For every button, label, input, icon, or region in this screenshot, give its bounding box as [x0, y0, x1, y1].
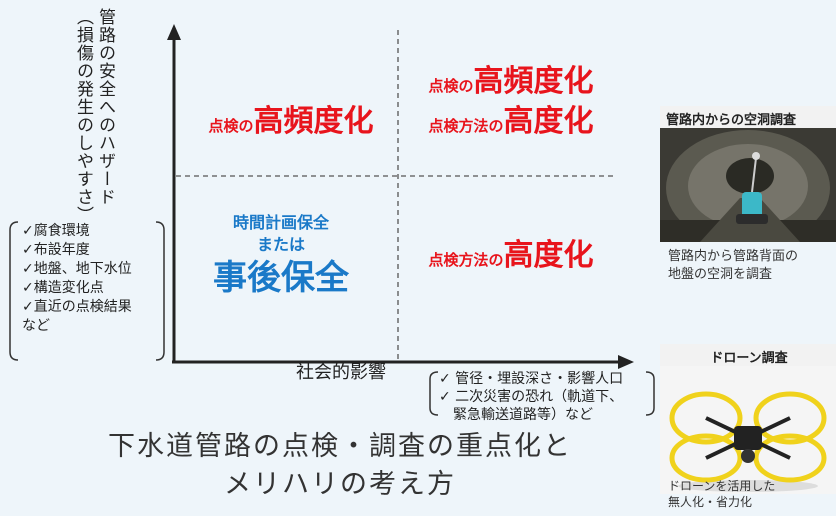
- x-axis-arrow: [618, 355, 634, 369]
- quadrant-main: 高頻度化: [253, 104, 374, 139]
- hazard-bracket-left: [9, 221, 19, 361]
- caption-line: 地盤の空洞を調査: [668, 267, 773, 282]
- figure-caption: 下水道管路の点検・調査の重点化と メリハリの考え方: [60, 428, 620, 504]
- impact-bracket-left: [429, 371, 439, 416]
- caption-line: 下水道管路の点検・調査の重点化と: [108, 431, 572, 462]
- x-axis-title: 社会的影響: [296, 362, 386, 383]
- y-axis-arrow: [167, 24, 181, 40]
- drone-survey-title: ドローン調査: [660, 344, 836, 366]
- quadrant-prefix: 点検方法の: [428, 117, 504, 135]
- y-axis-title: 管路の安全へのハザード（損傷の発生のしやすさ）: [73, 8, 115, 224]
- caption-line: 管路内から管路背面の: [668, 249, 799, 264]
- caption-line: 無人化・省力化: [668, 495, 753, 509]
- hazard-factor: ✓直近の点検結果: [22, 299, 132, 315]
- drone-survey-photo: [660, 366, 836, 494]
- impact-factor: ✓ 管径・埋設深さ・影響人口: [439, 371, 624, 387]
- hazard-factor: ✓腐食環境: [22, 223, 90, 239]
- hazard-factor: ✓布設年度: [22, 242, 90, 258]
- cavity-survey-caption: 管路内から管路背面の 地盤の空洞を調査: [668, 248, 836, 284]
- quadrant-line: 時間計画保全: [232, 213, 329, 232]
- quadrant-prefix: 点検の: [208, 117, 254, 135]
- impact-factor-list: ✓ 管径・埋設深さ・影響人口 ✓ 二次災害の恐れ（軌道下、 緊急輸送道路等）など: [427, 370, 657, 423]
- drone-survey-caption: ドローンを活用した 無人化・省力化: [668, 478, 836, 510]
- quadrant-main: 高頻度化: [473, 64, 594, 99]
- hazard-factor-list: ✓腐食環境 ✓布設年度 ✓地盤、地下水位 ✓構造変化点 ✓直近の点検結果 など: [8, 222, 168, 362]
- hazard-factor: ✓構造変化点: [22, 280, 104, 296]
- cavity-survey-photo: [660, 128, 836, 242]
- hazard-factor: など: [22, 318, 50, 334]
- impact-factor: ✓ 二次災害の恐れ（軌道下、: [439, 389, 624, 405]
- quadrant-top-left: 点検の高頻度化: [186, 96, 396, 140]
- quadrant-bottom-left: 時間計画保全 または 事後保全: [176, 212, 386, 300]
- cavity-survey-title: 管路内からの空洞調査: [660, 106, 836, 128]
- quadrant-bottom-right: 点検方法の高度化: [406, 230, 616, 274]
- quadrant-prefix: 点検の: [428, 77, 474, 95]
- impact-bracket-right: [645, 371, 655, 416]
- hazard-factor: ✓地盤、地下水位: [22, 261, 132, 277]
- impact-factor: 緊急輸送道路等）など: [453, 407, 593, 423]
- caption-line: メリハリの考え方: [224, 469, 456, 500]
- hazard-bracket-right: [155, 221, 165, 361]
- quadrant-main: 事後保全: [213, 258, 349, 298]
- quadrant-top-right: 点検の高頻度化 点検方法の高度化: [406, 64, 616, 144]
- quadrant-main: 高度化: [503, 238, 594, 273]
- quadrant-prefix: 点検方法の: [428, 251, 504, 269]
- quadrant-main: 高度化: [503, 104, 594, 139]
- caption-line: ドローンを活用した: [668, 479, 776, 493]
- quadrant-line: または: [256, 235, 305, 254]
